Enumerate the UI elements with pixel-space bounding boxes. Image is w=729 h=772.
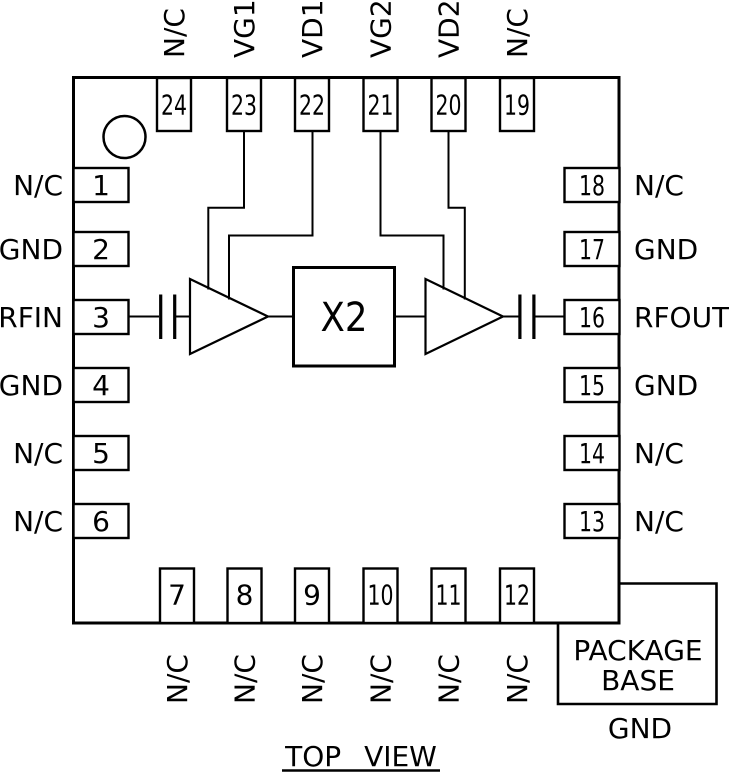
pin-label-23: VG1 (228, 0, 261, 58)
pin-label-13: N/C (634, 505, 684, 538)
pin-label-22: VD1 (296, 0, 329, 58)
pin-number-24: 24 (161, 89, 187, 122)
pin-label-12: N/C (501, 654, 534, 704)
pin-number-12: 12 (504, 579, 530, 612)
pin-number-15: 15 (579, 369, 605, 402)
pin-label-8: N/C (229, 654, 262, 704)
pin-number-13: 13 (579, 505, 605, 538)
pin-box-9 (293, 567, 331, 625)
pin-label-7: N/C (161, 654, 194, 704)
wire-vd2 (447, 131, 466, 300)
pin-number-20: 20 (436, 89, 462, 122)
top-view-title: TOP VIEW (284, 740, 437, 772)
pin-number-2: 2 (92, 233, 110, 266)
package-base-ground-label: GND (608, 712, 672, 745)
output-capacitor (518, 294, 536, 339)
pin-label-17: GND (634, 233, 698, 266)
pin-box-24 (155, 76, 193, 133)
package-base-box (556, 582, 718, 706)
pin-number-3: 3 (92, 301, 110, 334)
pin-box-10 (362, 567, 399, 625)
pin-number-21: 21 (368, 89, 394, 122)
pin-number-18: 18 (579, 169, 605, 202)
wire-vg1 (207, 131, 245, 290)
pin-number-10: 10 (368, 579, 394, 612)
pin-number-8: 8 (236, 579, 254, 612)
pin-label-4: GND (0, 369, 63, 402)
pin-label-19: N/C (501, 8, 534, 58)
pin-box-23 (225, 76, 263, 133)
pin-label-1: N/C (13, 169, 63, 202)
pin-box-7 (158, 567, 196, 625)
input-capacitor (159, 294, 177, 339)
pin-number-16: 16 (579, 301, 605, 334)
package-base-label-line1: PACKAGE (573, 634, 702, 667)
pin-number-4: 4 (92, 369, 110, 402)
pin-number-6: 6 (92, 505, 110, 538)
pin-box-15 (563, 366, 621, 404)
pin-box-1 (72, 166, 130, 204)
package-base-label-line2: BASE (601, 664, 675, 697)
pin-box-14 (563, 434, 621, 472)
pin-box-19 (498, 76, 536, 133)
pin-number-9: 9 (303, 579, 321, 612)
frequency-doubler-label: X2 (321, 295, 368, 341)
pin-label-16: RFOUT (634, 301, 729, 334)
pin-label-24: N/C (158, 8, 191, 58)
pin-label-3: RFIN (0, 301, 63, 334)
pin-number-7: 7 (168, 579, 186, 612)
pin-label-20: VD2 (433, 0, 466, 58)
pin-number-23: 23 (231, 89, 257, 122)
pin-box-12 (498, 567, 536, 625)
pin-box-6 (72, 502, 130, 540)
pin-label-18: N/C (634, 169, 684, 202)
pin-number-5: 5 (92, 437, 110, 470)
pin-number-22: 22 (299, 89, 325, 122)
pin-label-6: N/C (13, 505, 63, 538)
pin-box-2 (72, 230, 130, 268)
pin-number-17: 17 (579, 233, 605, 266)
pin-label-10: N/C (365, 654, 398, 704)
pin-label-14: N/C (634, 437, 684, 470)
pin-box-18 (563, 166, 621, 204)
frequency-doubler-box (292, 266, 396, 368)
pin1-indicator-circle (102, 114, 147, 160)
pin-label-9: N/C (296, 654, 329, 704)
pin-box-8 (226, 567, 263, 625)
wire-vd1 (228, 131, 314, 300)
pin-label-11: N/C (433, 654, 466, 704)
pin-label-15: GND (634, 369, 698, 402)
pin-number-19: 19 (504, 89, 530, 122)
wire-vg2 (379, 131, 445, 290)
pin-box-20 (430, 76, 467, 133)
pin-label-21: VG2 (365, 0, 398, 58)
pin-label-2: GND (0, 233, 63, 266)
pin-box-13 (563, 502, 621, 540)
pin-box-5 (72, 434, 130, 472)
pin-number-11: 11 (436, 579, 462, 612)
pin-number-1: 1 (92, 169, 110, 202)
pin-number-14: 14 (579, 437, 605, 470)
pin-box-4 (72, 366, 130, 404)
pin-box-11 (430, 567, 467, 625)
pin-label-5: N/C (13, 437, 63, 470)
pin-box-17 (563, 230, 621, 268)
